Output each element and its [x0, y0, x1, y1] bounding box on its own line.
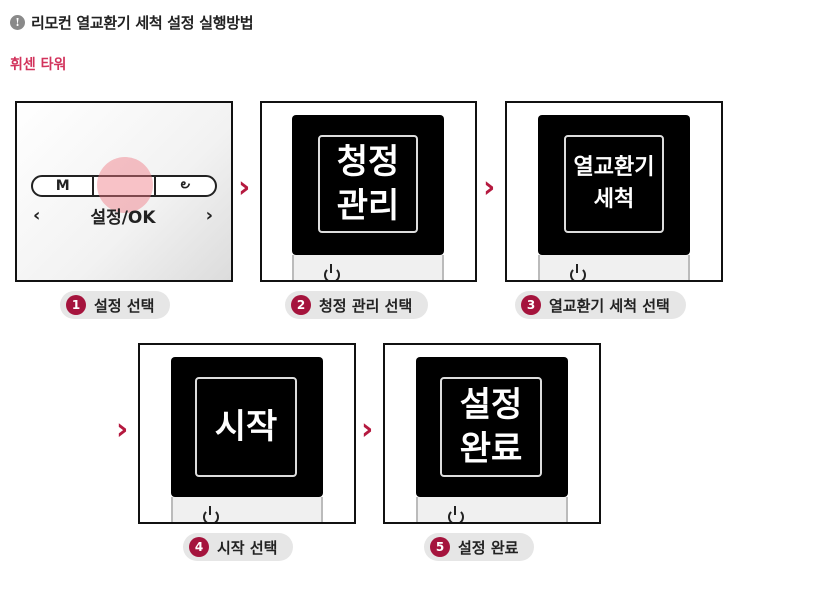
remote-base	[292, 255, 444, 280]
next-arrow-icon: ›	[116, 412, 129, 447]
power-icon	[203, 506, 219, 522]
nav-right-icon[interactable]: ›	[205, 205, 213, 226]
step-number-badge: 5	[430, 537, 450, 557]
screen-menu-text: 열교환기 세척	[564, 135, 664, 233]
remote-screen: 열교환기 세척	[538, 115, 690, 255]
step-label-2: 2 청정 관리 선택	[285, 291, 429, 319]
screen-menu-text: 청정 관리	[318, 135, 418, 233]
nav-left-icon[interactable]: ‹	[33, 205, 41, 226]
touch-indicator	[97, 157, 153, 213]
step4-panel: 시작	[138, 343, 356, 524]
remote-screen: 청정 관리	[292, 115, 444, 255]
step-label-4: 4 시작 선택	[183, 533, 294, 561]
remote-screen: 설정 완료	[416, 357, 568, 497]
remote-screen: 시작	[171, 357, 323, 497]
remote-base	[416, 497, 568, 522]
product-name: 휘센 타워	[10, 57, 67, 73]
next-arrow-icon: ›	[238, 170, 251, 205]
page-title: 리모컨 열교환기 세척 설정 실행방법	[31, 14, 254, 32]
info-icon: !	[10, 15, 25, 30]
power-icon	[570, 264, 586, 280]
step1-panel: M ౿ ‹ 설정/OK ›	[15, 101, 233, 282]
next-arrow-icon: ›	[361, 412, 374, 447]
step-number-badge: 1	[66, 295, 86, 315]
mode-button[interactable]: M	[55, 178, 70, 194]
fan-button[interactable]: ౿	[156, 177, 215, 195]
step-number-badge: 3	[521, 295, 541, 315]
step3-panel: 열교환기 세척	[505, 101, 723, 282]
remote-base	[538, 255, 690, 280]
remote-button-bar: M ౿	[31, 175, 217, 197]
step2-panel: 청정 관리	[260, 101, 477, 282]
step5-panel: 설정 완료	[383, 343, 601, 524]
step-label-1: 1 설정 선택	[60, 291, 171, 319]
step-label-5: 5 설정 완료	[424, 533, 535, 561]
settings-button[interactable]	[92, 177, 156, 195]
screen-menu-text: 설정 완료	[440, 377, 542, 477]
step-number-badge: 2	[291, 295, 311, 315]
settings-ok-label: 설정/OK	[90, 208, 156, 228]
remote-nav-row: ‹ 설정/OK ›	[33, 203, 213, 228]
power-icon	[324, 264, 340, 280]
step-label-3: 3 열교환기 세척 선택	[515, 291, 686, 319]
page-header: ! 리모컨 열교환기 세척 설정 실행방법	[10, 12, 254, 33]
remote-base	[171, 497, 323, 522]
step-number-badge: 4	[189, 537, 209, 557]
next-arrow-icon: ›	[483, 170, 496, 205]
screen-menu-text: 시작	[195, 377, 297, 477]
power-icon	[448, 506, 464, 522]
fan-icon: ౿	[180, 177, 191, 192]
